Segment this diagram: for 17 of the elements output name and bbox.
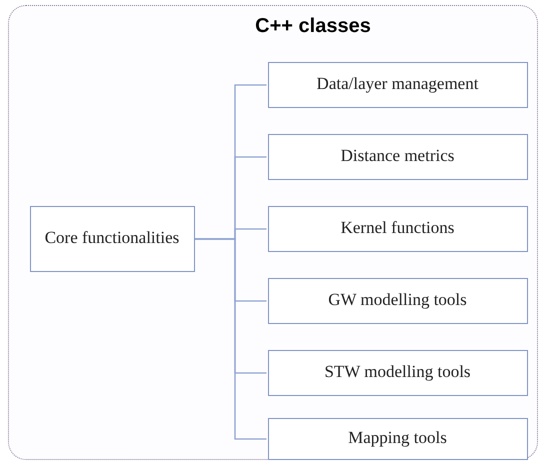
box-label: Core functionalities — [44, 228, 180, 249]
connector — [195, 238, 266, 440]
class-box — [268, 206, 528, 252]
root-box — [30, 206, 194, 272]
box-label: Mapping tools — [348, 428, 447, 449]
box-label: Distance metrics — [340, 146, 454, 167]
class-box — [268, 350, 528, 396]
panel-title: C++ classes — [255, 14, 371, 38]
box-label: GW modelling tools — [328, 290, 467, 311]
box-label: STW modelling tools — [324, 362, 471, 383]
box-label: Kernel functions — [340, 218, 454, 239]
class-box — [268, 278, 528, 324]
box-label: Data/layer management — [316, 74, 478, 95]
class-box — [268, 418, 528, 460]
group-panel — [8, 5, 538, 460]
class-box — [268, 62, 528, 108]
class-box — [268, 134, 528, 180]
